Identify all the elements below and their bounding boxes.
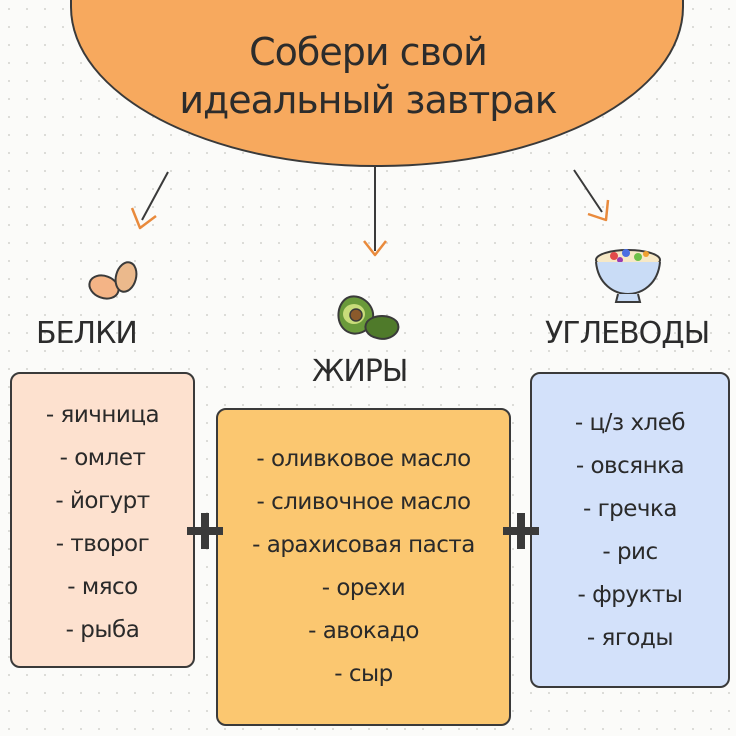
list-item: - ягоды [586,625,674,651]
arrow-left-icon [130,171,169,230]
page-title: Собери свой идеальный завтрак [0,28,736,124]
fats-list: - оливковое масло - сливочное масло - ар… [216,408,511,726]
list-item: - мясо [67,574,138,600]
list-item: - яичница [45,402,160,428]
list-item: - арахисовая паста [252,532,475,558]
list-item: - овсянка [575,453,685,479]
list-item: - йогурт [55,488,150,514]
plus-icon [503,513,539,549]
list-item: - рыба [65,617,140,643]
list-item: - сыр [334,661,393,687]
list-item: - рис [602,539,658,565]
list-item: - сливочное масло [256,489,471,515]
bowl-icon [595,249,661,303]
list-item: - творог [55,531,150,557]
list-item: - оливковое масло [256,446,471,472]
arrow-center-icon [363,167,387,257]
list-item: - омлет [59,445,146,471]
carbs-list: - ц/з хлеб - овсянка - гречка - рис - фр… [530,372,730,688]
list-item: - фрукты [577,582,683,608]
list-item: - ц/з хлеб [574,410,686,436]
proteins-list: - яичница - омлет - йогурт - творог - мя… [10,372,195,668]
eggs-icon [88,261,138,300]
title-line-2: идеальный завтрак [179,78,557,122]
list-item: - авокадо [308,618,419,644]
avocado-icon [337,295,400,340]
heading-fats: ЖИРЫ [312,354,408,389]
list-item: - орехи [321,575,406,601]
heading-carbs: УГЛЕВОДЫ [545,316,710,351]
list-item: - гречка [582,496,678,522]
heading-proteins: БЕЛКИ [36,316,138,351]
plus-icon [187,513,223,549]
arrow-right-icon [573,169,610,222]
title-line-1: Собери свой [249,30,488,74]
